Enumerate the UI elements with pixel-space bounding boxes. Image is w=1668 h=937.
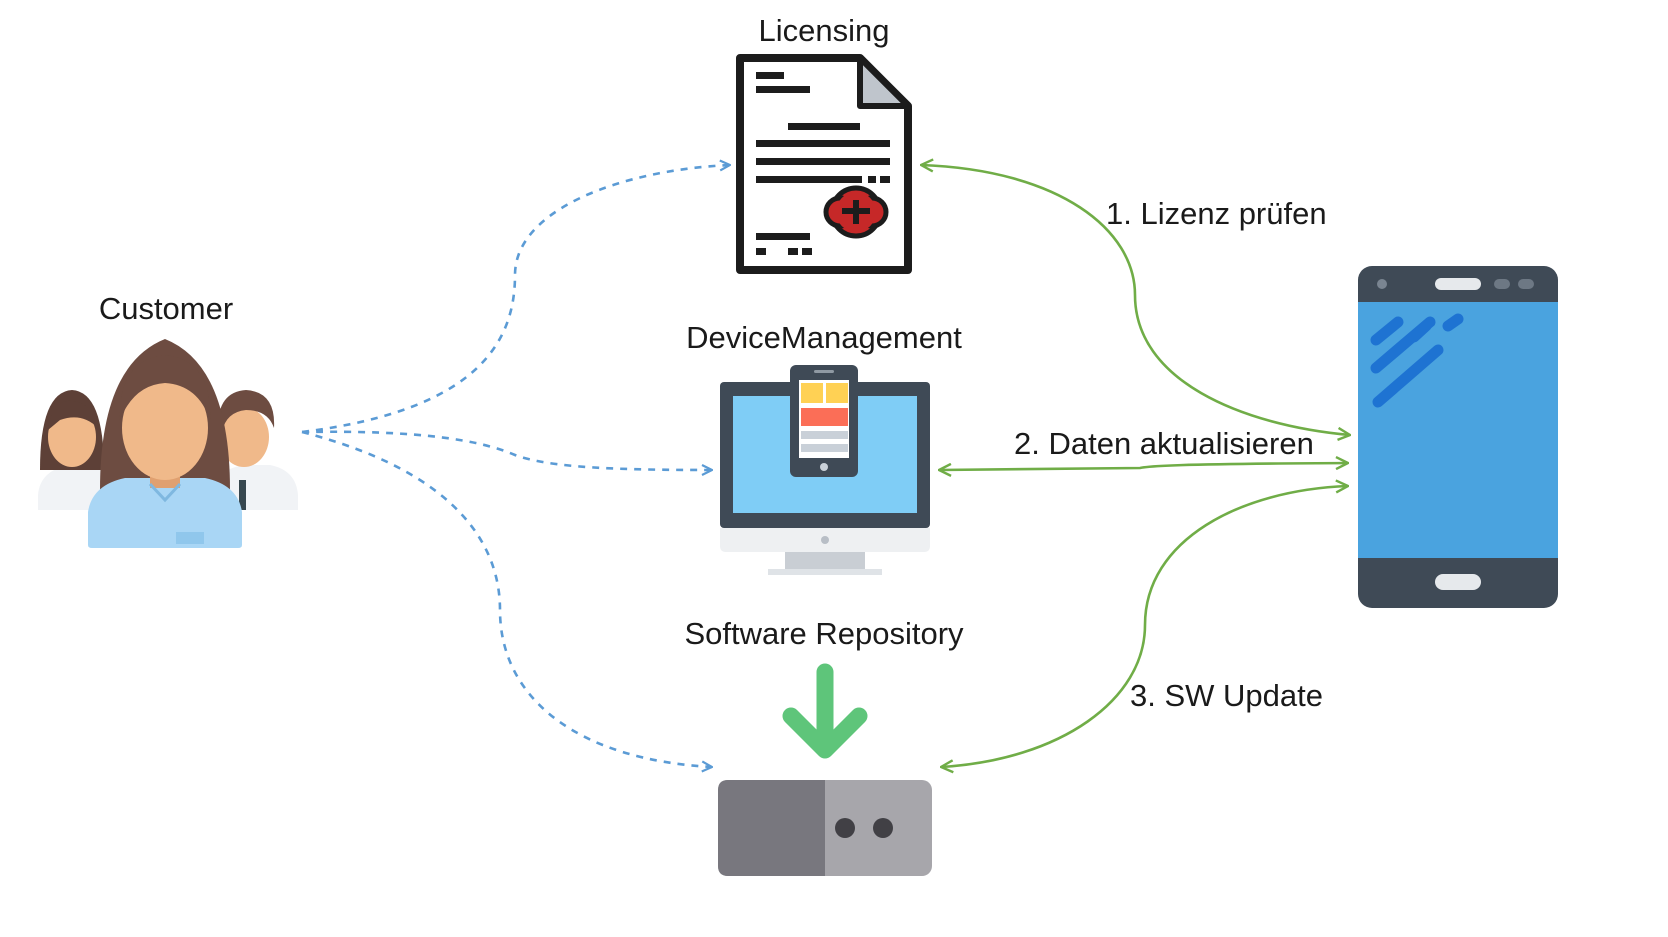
people-group-icon xyxy=(38,339,298,548)
sw-update-arrow xyxy=(941,486,1348,767)
monitor-with-phone-icon xyxy=(720,365,930,575)
customer-to-software-repository-link xyxy=(301,430,712,767)
smartphone-icon xyxy=(1358,266,1558,608)
sw-update-label: 3. SW Update xyxy=(1130,678,1323,713)
device-management-label: DeviceManagement xyxy=(686,320,962,355)
customer-label: Customer xyxy=(99,291,233,326)
update-data-label: 2. Daten aktualisieren xyxy=(1014,426,1314,461)
download-arrow-icon xyxy=(782,663,868,759)
license-check-arrow xyxy=(921,165,1350,435)
customer-to-device-management-link xyxy=(301,430,712,470)
seal-icon xyxy=(823,185,889,239)
license-check-label: 1. Lizenz prüfen xyxy=(1106,196,1327,231)
customer-to-licensing-link xyxy=(301,165,730,434)
licensing-label: Licensing xyxy=(759,13,890,48)
update-data-arrow xyxy=(939,463,1348,470)
server-download-icon xyxy=(718,663,932,876)
license-document-icon xyxy=(736,54,912,274)
software-repository-label: Software Repository xyxy=(684,616,964,651)
